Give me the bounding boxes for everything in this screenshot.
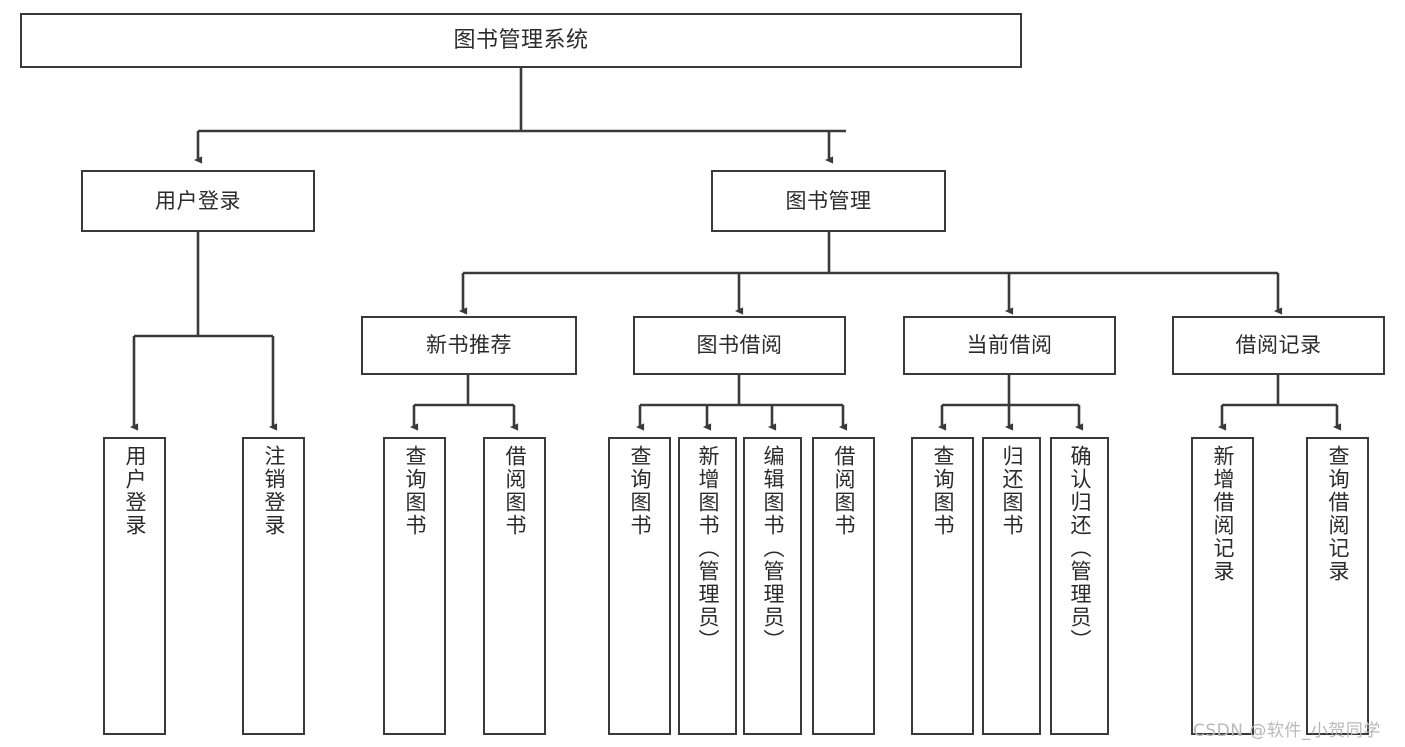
node-root-system[interactable]: 图书管理系统 [20,13,1022,68]
node-leaf-query-book-3[interactable]: 查询图书 [911,437,974,735]
node-leaf-confirm-return-label: 确认归还（管理员） [1068,445,1092,652]
current-borrow-to-leaves-connectors [937,375,1084,431]
node-new-book-recommend[interactable]: 新书推荐 [361,316,577,375]
node-user-login-label: 用户登录 [155,188,241,213]
node-leaf-query-book-3-label: 查询图书 [931,445,955,537]
node-leaf-query-book-1-label: 查询图书 [403,445,427,537]
node-current-borrow-label: 当前借阅 [966,333,1053,358]
node-book-management-label: 图书管理 [785,188,872,213]
node-leaf-borrow-book-1[interactable]: 借阅图书 [483,437,546,735]
node-borrow-record[interactable]: 借阅记录 [1172,316,1385,375]
watermark-text: CSDN @软件_小贺同学 [1193,721,1381,741]
node-book-management[interactable]: 图书管理 [711,170,946,232]
node-leaf-user-logout[interactable]: 注销登录 [242,437,305,735]
book-borrow-to-leaves-connectors [635,375,848,431]
borrow-record-to-leaves-connectors [1217,375,1342,431]
node-leaf-add-record[interactable]: 新增借阅记录 [1191,437,1254,735]
node-leaf-return-book[interactable]: 归还图书 [982,437,1041,735]
node-leaf-user-logout-label: 注销登录 [262,445,286,537]
node-leaf-add-book-label: 新增图书（管理员） [696,445,720,652]
node-leaf-user-login-label: 用户登录 [123,445,147,537]
node-leaf-confirm-return[interactable]: 确认归还（管理员） [1050,437,1109,735]
node-leaf-add-book[interactable]: 新增图书（管理员） [678,437,737,735]
root-to-level1-connectors [193,68,846,164]
node-new-book-recommend-label: 新书推荐 [426,333,512,358]
node-leaf-query-book-2[interactable]: 查询图书 [608,437,671,735]
node-leaf-user-login[interactable]: 用户登录 [103,437,166,735]
node-leaf-query-book-1[interactable]: 查询图书 [383,437,446,735]
user-login-to-leaves-connectors [129,232,278,431]
node-leaf-edit-book-label: 编辑图书（管理员） [761,445,785,652]
book-management-to-level2-connectors [458,232,1283,315]
node-user-login[interactable]: 用户登录 [81,170,315,232]
node-leaf-borrow-book-2[interactable]: 借阅图书 [812,437,875,735]
node-leaf-borrow-book-2-label: 借阅图书 [832,445,856,537]
node-leaf-edit-book[interactable]: 编辑图书（管理员） [743,437,802,735]
node-leaf-borrow-book-1-label: 借阅图书 [503,445,527,537]
node-borrow-record-label: 借阅记录 [1235,333,1322,358]
new-book-recommend-to-leaves-connectors [409,375,519,431]
node-current-borrow[interactable]: 当前借阅 [903,316,1116,375]
node-leaf-query-record-label: 查询借阅记录 [1326,445,1350,583]
node-book-borrow[interactable]: 图书借阅 [633,316,846,375]
node-leaf-add-record-label: 新增借阅记录 [1211,445,1235,583]
node-root-system-label: 图书管理系统 [453,27,589,53]
node-leaf-query-record[interactable]: 查询借阅记录 [1306,437,1369,735]
node-leaf-query-book-2-label: 查询图书 [628,445,652,537]
node-leaf-return-book-label: 归还图书 [1000,445,1024,537]
node-book-borrow-label: 图书借阅 [696,333,783,358]
